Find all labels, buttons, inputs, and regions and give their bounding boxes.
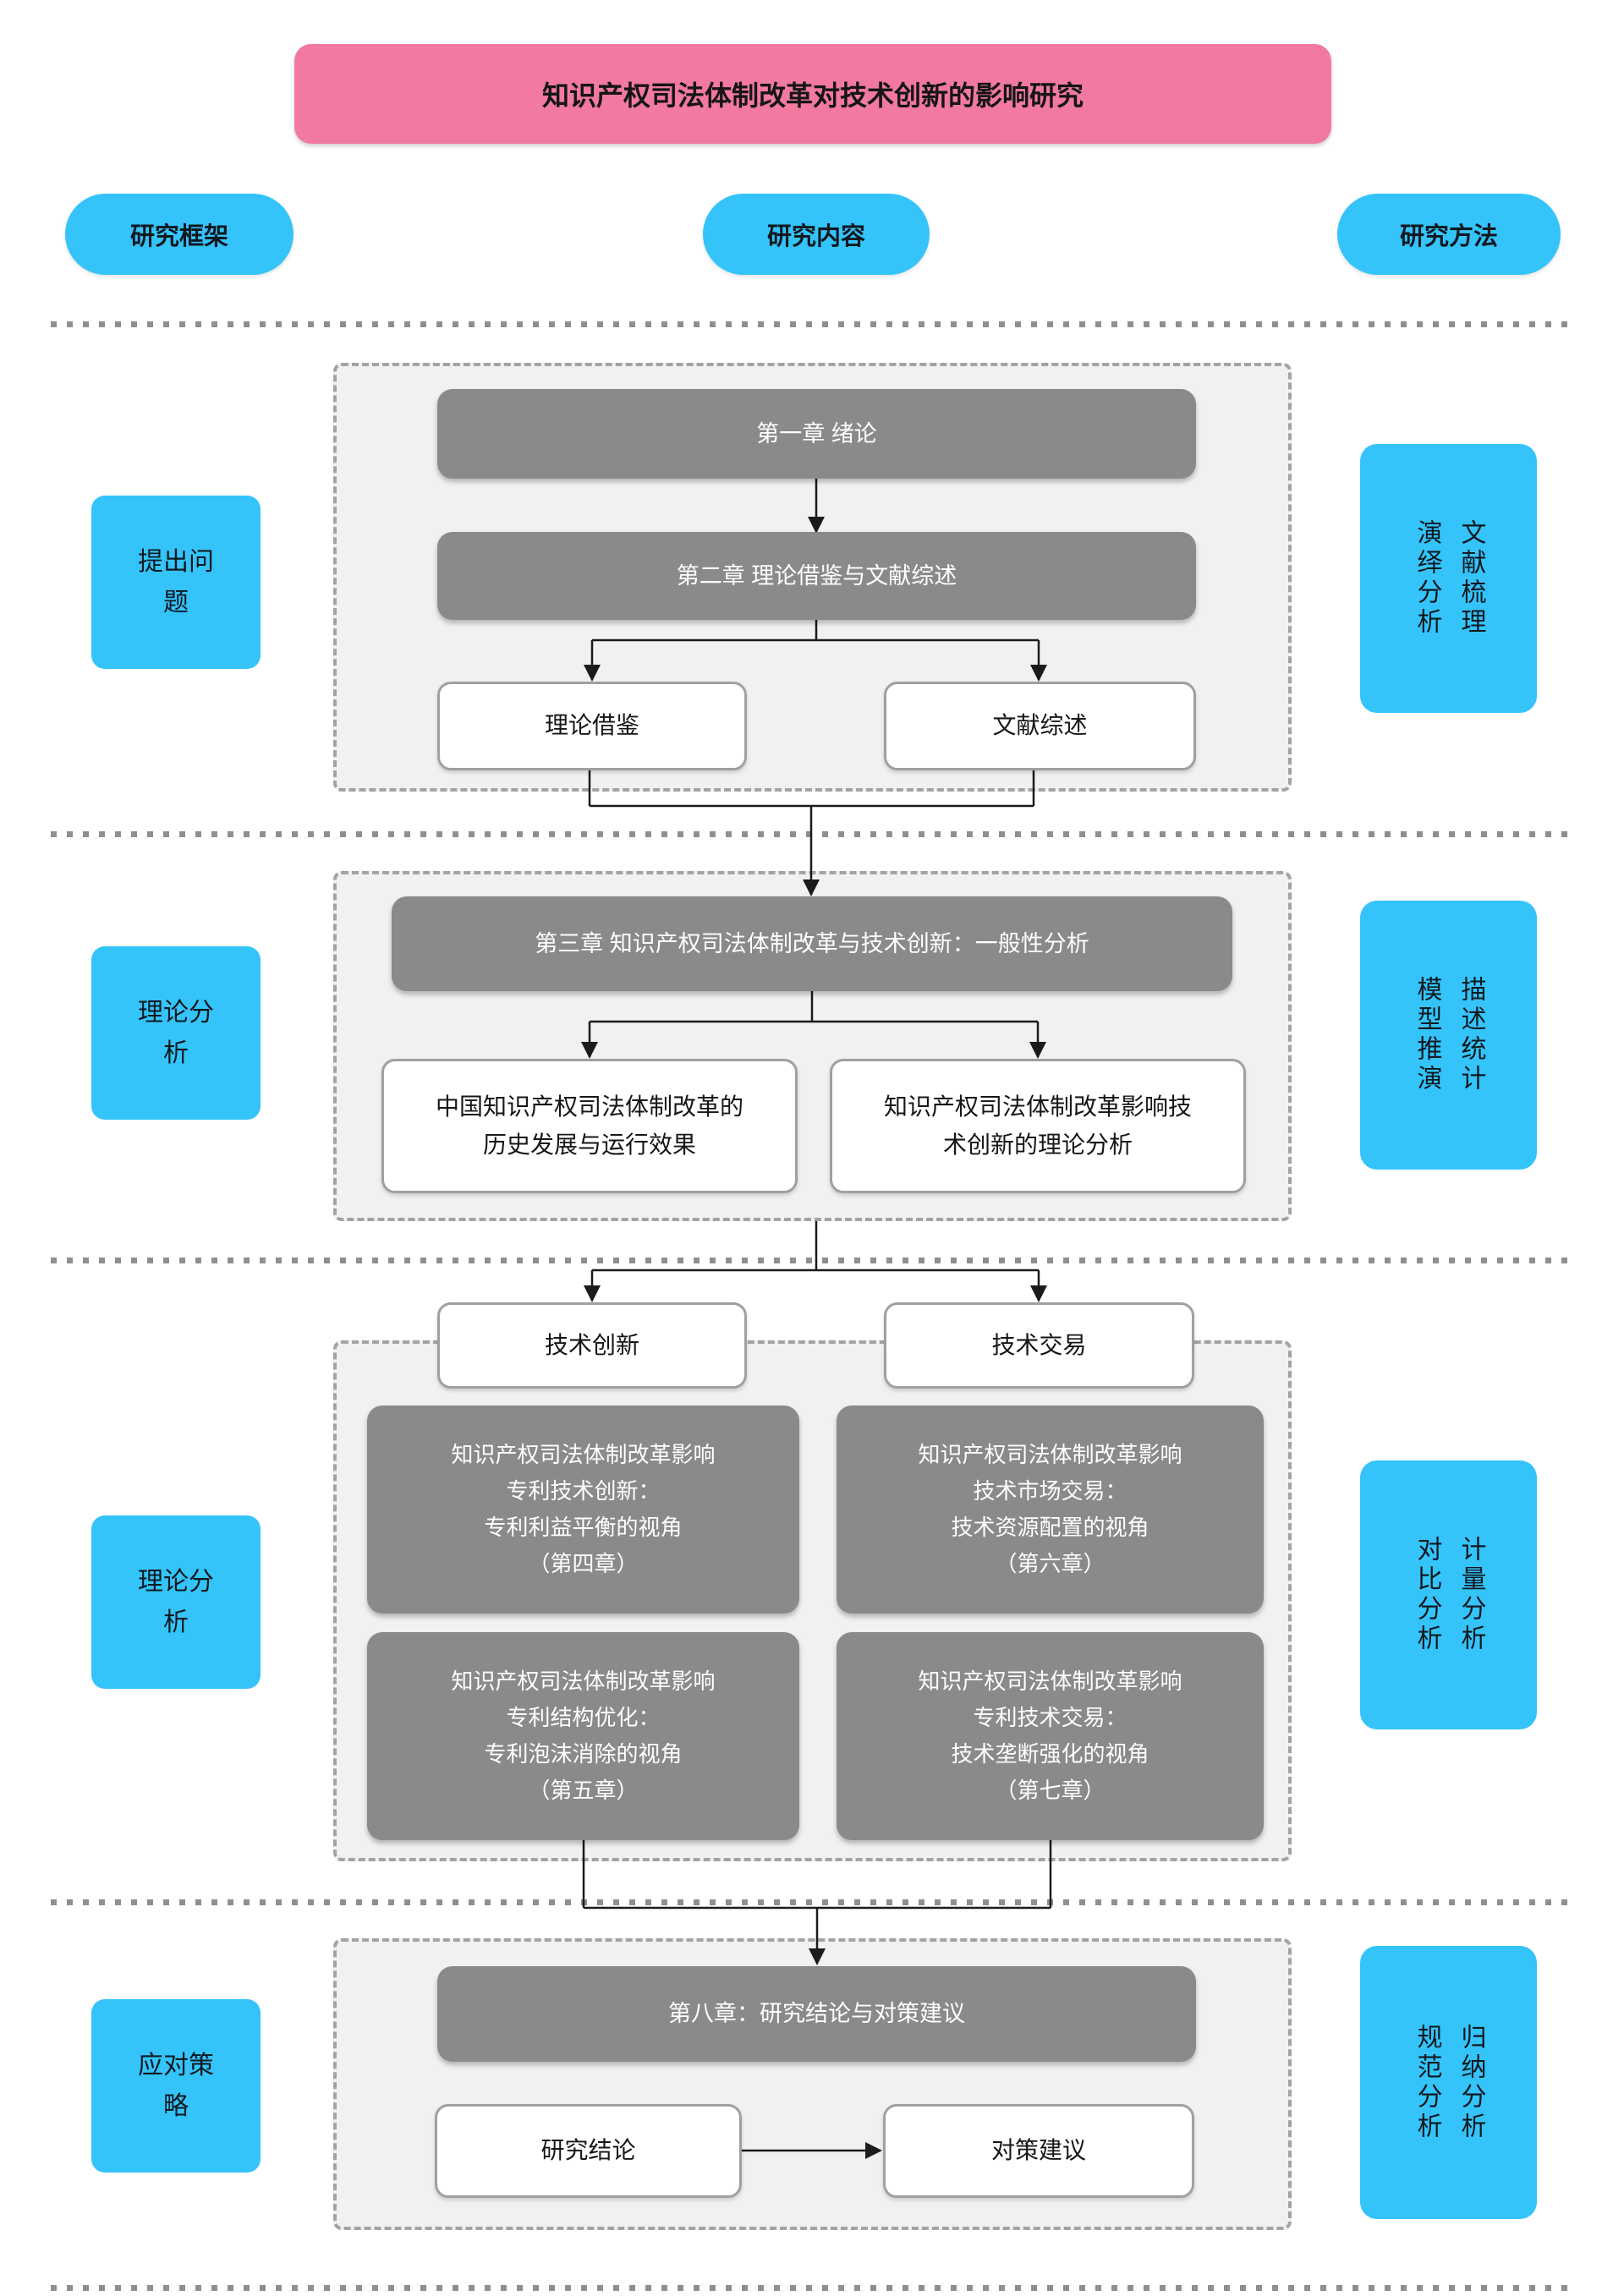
legend-pill-research-framework: 研究框架 (65, 194, 294, 275)
frame-label-raise-question: 提出问题 (91, 496, 261, 669)
method-text-columns: 文献梳理演绎分析 (1402, 519, 1496, 638)
legend-pill-research-content: 研究内容 (703, 194, 930, 275)
method-text-column: 归纳分析 (1457, 2023, 1485, 2142)
method-box-section-1: 文献梳理演绎分析 (1360, 444, 1537, 713)
dotted-separator (51, 1258, 1573, 1263)
legend-pill-research-method: 研究方法 (1337, 194, 1561, 275)
chapter-box-text: 知识产权司法体制改革影响专利技术交易： 技术垄断强化的视角 （第七章） (918, 1663, 1182, 1809)
method-text-columns: 计量分析对比分析 (1402, 1536, 1496, 1654)
dotted-separator (51, 2285, 1573, 2291)
frame-label-text: 应对策略 (138, 2051, 214, 2120)
text-line: 知识产权司法体制改革影响 (918, 1669, 1182, 1695)
sub-box-research-conclusion: 研究结论 (435, 2104, 742, 2198)
frame-label-coping-strategy: 应对策略 (91, 1999, 261, 2173)
text-line: （第六章） (995, 1550, 1106, 1576)
method-text-column: 文献梳理 (1457, 519, 1485, 638)
chapter-box-2: 第二章 理论借鉴与文献综述 (437, 532, 1196, 620)
sub-box-policy-suggestion: 对策建议 (883, 2104, 1194, 2198)
text-line: 专利结构优化： (506, 1705, 661, 1731)
frame-label-text: 理论分析 (138, 998, 214, 1067)
chapter-box-text: 第八章：研究结论与对策建议 (668, 2001, 965, 2027)
chapter-box-text: 知识产权司法体制改革影响专利结构优化： 专利泡沫消除的视角 （第五章） (451, 1663, 715, 1809)
dotted-separator (51, 831, 1573, 837)
method-text-columns: 归纳分析规范分析 (1402, 2024, 1496, 2142)
text-line: 专利技术交易： (973, 1705, 1127, 1731)
frame-label-theoretical-analysis-2: 理论分析 (91, 1515, 261, 1689)
method-text-columns: 描述统计模型推演 (1402, 976, 1496, 1094)
frame-label-text: 提出问题 (138, 547, 214, 616)
topic-box-text: 技术交易 (991, 1331, 1087, 1358)
frame-label-text: 理论分析 (138, 1567, 214, 1636)
method-text-column: 规范分析 (1413, 2023, 1441, 2142)
chapter-box-text: 第三章 知识产权司法体制改革与技术创新：一般性分析 (535, 930, 1089, 956)
text-line: 专利利益平衡的视角 (484, 1515, 683, 1540)
chapter-box-7: 知识产权司法体制改革影响专利技术交易： 技术垄断强化的视角 （第七章） (837, 1632, 1264, 1840)
method-text-column: 对比分析 (1413, 1536, 1441, 1654)
text-line: 术创新的理论分析 (942, 1131, 1133, 1158)
text-line: 知识产权司法体制改革影响技 (883, 1093, 1192, 1120)
sub-box-text: 对策建议 (990, 2137, 1086, 2164)
chapter-box-6: 知识产权司法体制改革影响技术市场交易： 技术资源配置的视角 （第六章） (837, 1406, 1264, 1614)
method-text-column: 演绎分析 (1413, 519, 1441, 638)
text-line: （第五章） (528, 1777, 639, 1803)
chapter-box-8: 第八章：研究结论与对策建议 (437, 1966, 1196, 2062)
dotted-separator (51, 321, 1573, 327)
chapter-box-text: 知识产权司法体制改革影响专利技术创新： 专利利益平衡的视角 （第四章） (451, 1437, 715, 1582)
text-line: 知识产权司法体制改革影响 (918, 1442, 1182, 1468)
method-text-column: 计量分析 (1457, 1536, 1485, 1654)
sub-box-text: 中国知识产权司法体制改革的历史发展与运行效果 (436, 1088, 743, 1164)
legend-pill-label: 研究方法 (1399, 223, 1498, 250)
sub-box-text: 理论借鉴 (544, 712, 639, 739)
method-text-column: 模型推演 (1413, 976, 1441, 1094)
text-line: 技术市场交易： (973, 1478, 1127, 1504)
text-line: 技术垄断强化的视角 (951, 1741, 1149, 1767)
text-line: 中国知识产权司法体制改革的 (435, 1093, 743, 1120)
method-box-section-3: 计量分析对比分析 (1360, 1460, 1537, 1729)
sub-box-theoretical-analysis: 知识产权司法体制改革影响技术创新的理论分析 (830, 1059, 1246, 1193)
sub-box-text: 文献综述 (992, 712, 1088, 739)
sub-box-text: 知识产权司法体制改革影响技术创新的理论分析 (884, 1088, 1192, 1164)
frame-label-theoretical-analysis-1: 理论分析 (91, 946, 261, 1120)
chapter-box-3: 第三章 知识产权司法体制改革与技术创新：一般性分析 (392, 896, 1232, 991)
text-line: 知识产权司法体制改革影响 (451, 1442, 716, 1468)
sub-box-literature-review: 文献综述 (884, 682, 1196, 770)
sub-box-reform-history: 中国知识产权司法体制改革的历史发展与运行效果 (381, 1059, 798, 1193)
chapter-box-text: 第一章 绪论 (756, 420, 877, 447)
chapter-box-4: 知识产权司法体制改革影响专利技术创新： 专利利益平衡的视角 （第四章） (367, 1406, 799, 1614)
sub-box-theory-reference: 理论借鉴 (437, 682, 747, 770)
text-line: 专利技术创新： (506, 1478, 661, 1504)
method-box-section-2: 描述统计模型推演 (1360, 901, 1537, 1170)
chapter-box-1: 第一章 绪论 (437, 389, 1196, 479)
chapter-box-5: 知识产权司法体制改革影响专利结构优化： 专利泡沫消除的视角 （第五章） (367, 1632, 799, 1840)
title-banner: 知识产权司法体制改革对技术创新的影响研究 (294, 44, 1331, 144)
text-line: 专利泡沫消除的视角 (484, 1741, 683, 1767)
topic-box-text: 技术创新 (544, 1331, 639, 1358)
legend-pill-label: 研究框架 (129, 223, 228, 250)
text-line: 知识产权司法体制改革影响 (451, 1669, 716, 1695)
chapter-box-text: 知识产权司法体制改革影响技术市场交易： 技术资源配置的视角 （第六章） (918, 1437, 1182, 1582)
method-text-column: 描述统计 (1457, 976, 1485, 1094)
topic-box-tech-innovation: 技术创新 (437, 1302, 747, 1389)
chapter-box-text: 第二章 理论借鉴与文献综述 (676, 562, 957, 589)
text-line: （第四章） (528, 1550, 639, 1576)
legend-pill-label: 研究内容 (766, 223, 865, 250)
dotted-separator (51, 1899, 1573, 1905)
text-line: 技术资源配置的视角 (951, 1515, 1149, 1540)
method-box-section-4: 归纳分析规范分析 (1360, 1946, 1537, 2219)
text-line: （第七章） (995, 1777, 1106, 1803)
topic-box-tech-trade: 技术交易 (884, 1302, 1194, 1389)
sub-box-text: 研究结论 (540, 2137, 636, 2164)
page-title: 知识产权司法体制改革对技术创新的影响研究 (541, 80, 1084, 111)
text-line: 历史发展与运行效果 (482, 1131, 696, 1158)
